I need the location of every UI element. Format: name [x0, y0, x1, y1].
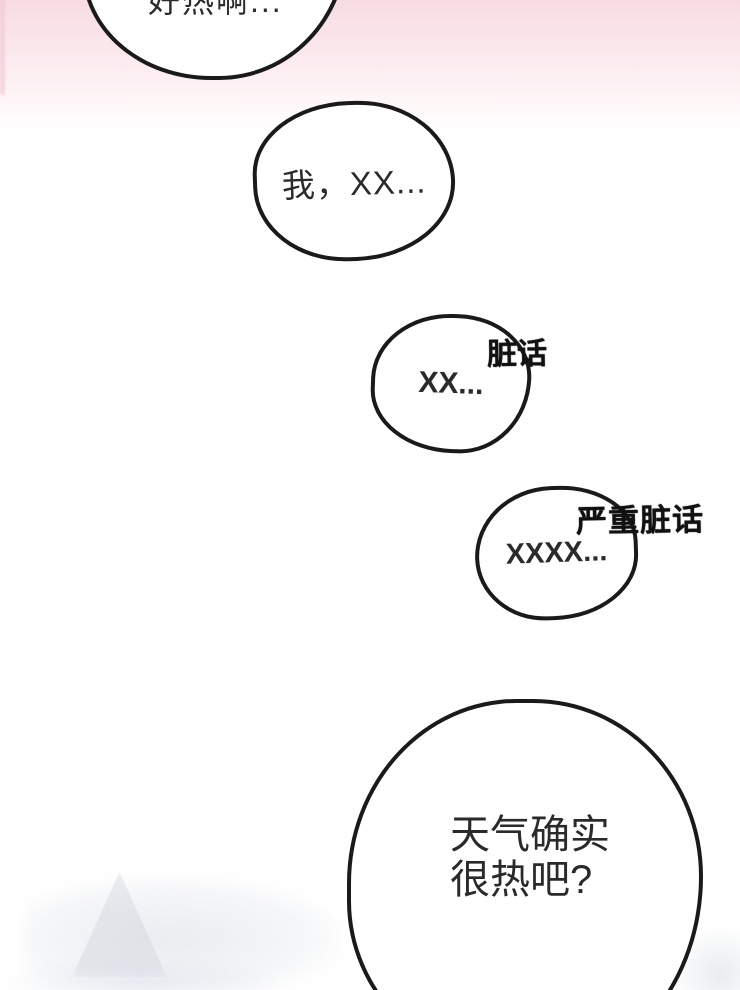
speech-bubble-weather	[347, 699, 703, 990]
heavy-curse-annotation-label: 严重脏话	[575, 501, 705, 540]
left-edge-pink-tint	[0, 0, 5, 95]
weather-text-line2: 很热吧?	[450, 858, 593, 902]
speech-bubble-self-text: 我，XX...	[281, 162, 427, 205]
speech-bubble-top-text: 好热啊...	[148, 0, 283, 19]
speech-bubble-self: 我，XX...	[250, 97, 458, 265]
curse-annotation-label: 脏话	[486, 337, 548, 372]
speech-bubble-curse-text: XX...	[417, 365, 485, 401]
weather-text-line1: 天气确实	[450, 813, 610, 857]
speech-bubble-weather-text: 天气确实 很热吧?	[450, 813, 610, 903]
faint-mountain-peak	[72, 872, 167, 977]
faint-cloud-left	[25, 875, 345, 990]
faint-haze-strip	[0, 958, 280, 990]
